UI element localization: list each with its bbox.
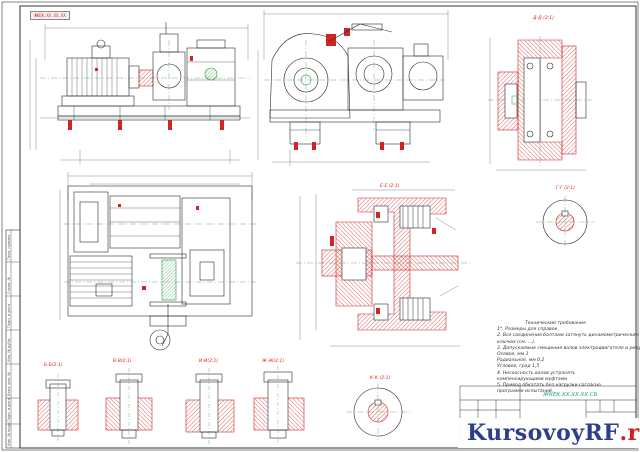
section-kk — [346, 384, 410, 440]
plan-view-drive — [59, 172, 256, 351]
tech-req-line: Угловое, град 1,5 — [497, 364, 540, 370]
watermark-suffix: .ru — [619, 420, 640, 446]
section-bb — [37, 374, 79, 442]
side-label: Перв. примен. — [7, 233, 11, 260]
document-number: ЖКЕК.ХХ.ХХ.ХХ СБ — [543, 392, 598, 398]
side-label: Взам. инв. № — [7, 372, 11, 396]
brake-section — [296, 189, 470, 347]
section-ee — [185, 368, 235, 444]
view-label-kk: К-К (2:1) — [370, 376, 391, 381]
tech-req-line: 5. Привод обкатать без нагрузки согласно — [497, 383, 601, 389]
tech-req-line: 3. Допускаемые смещения валов электродви… — [497, 345, 640, 351]
stamp-code: ЖКЕК.ХХ.ХХ.ХХ — [30, 11, 70, 20]
tech-req-line: компенсирующими муфтами — [497, 376, 568, 382]
tech-req-line: 2. Все соединения болтами затянуть динам… — [497, 333, 639, 339]
side-view-drive — [257, 10, 449, 166]
watermark: KursovoyRF.ru — [458, 418, 640, 448]
side-label: Подп. и дата — [7, 304, 11, 328]
view-label-ee: Е-Е (2:1) — [380, 184, 400, 189]
view-label-dd: Д-Д (2:1) — [533, 16, 554, 21]
side-label: Инв. № дубл. — [7, 338, 11, 362]
view-label-zhzh: Ж-Ж(2:1) — [262, 359, 285, 364]
view-label-bb: Б-Б(2:1) — [44, 363, 63, 368]
section-gg — [536, 196, 594, 248]
section-vv — [105, 368, 153, 444]
side-label: Подп. и дата — [7, 398, 11, 422]
view-label-gg: Г-Г (2:1) — [556, 186, 575, 191]
tech-req-line: Радиальное, мм 0,2 — [497, 358, 545, 364]
tech-req-title: Технические требования — [525, 321, 586, 326]
tech-req-line: Осевое, мм 1 — [497, 352, 529, 358]
technical-requirements: Технические требования 1*. Размеры для с… — [497, 321, 640, 395]
tech-req-line: ключом (см. ...). — [497, 339, 536, 345]
watermark-text: KursovoyRF.ru — [467, 420, 640, 446]
watermark-main: KursovoyRF — [467, 420, 620, 446]
side-label: Справ. № — [7, 276, 11, 294]
section-zhzh — [253, 366, 305, 444]
tech-req-line: 1*. Размеры для справок. — [497, 327, 559, 333]
front-view-drive — [29, 22, 250, 164]
coupling-section-dd — [488, 36, 592, 171]
tech-req-line: программе испытаний. — [497, 389, 554, 395]
view-label-vv: В-В(2:1) — [113, 359, 132, 364]
view-label-ii: И-И(2:1) — [199, 359, 219, 364]
tech-req-line: 4. Несоосность валов устранять — [497, 370, 576, 376]
side-label: Инв. № подл. — [7, 421, 11, 446]
